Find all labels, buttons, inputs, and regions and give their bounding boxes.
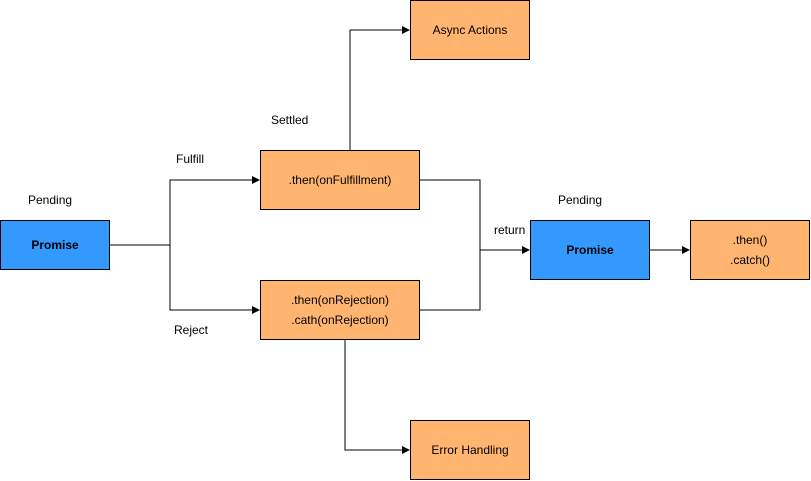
chain-label-line1: .then() — [732, 233, 768, 247]
chain-label-line2: .catch() — [729, 253, 770, 267]
rejection-label-line1: .then(onRejection) — [290, 293, 390, 307]
then-fulfillment-label: .then(onFulfillment) — [288, 173, 392, 187]
reject-label: Reject — [174, 323, 209, 337]
chain-methods-node: .then() .catch() — [690, 220, 810, 280]
fulfill-label: Fulfill — [176, 152, 205, 166]
edge-fulfill — [169, 176, 260, 245]
promise-node-left: Promise — [0, 220, 110, 270]
promise-node-right-label: Promise — [566, 243, 614, 257]
edge-error — [344, 340, 410, 454]
error-handling-node: Error Handling — [410, 420, 530, 480]
rejection-node: .then(onRejection) .cath(onRejection) — [260, 280, 420, 340]
return-label: return — [494, 223, 526, 237]
pending-label-right: Pending — [558, 193, 603, 207]
async-actions-node: Async Actions — [410, 0, 530, 60]
edge-return-from-reject — [420, 250, 481, 311]
promise-node-right: Promise — [530, 220, 650, 280]
edge-async — [349, 26, 410, 150]
settled-label: Settled — [271, 113, 309, 127]
error-handling-label: Error Handling — [431, 443, 509, 457]
then-fulfillment-node: .then(onFulfillment) — [260, 150, 420, 210]
edge-return-from-fulfill — [420, 179, 481, 250]
promise-node-left-label: Promise — [31, 238, 79, 252]
async-actions-label: Async Actions — [432, 23, 508, 37]
rejection-label-line2: .cath(onRejection) — [291, 313, 389, 327]
edge-reject — [169, 245, 260, 314]
pending-label-left: Pending — [28, 193, 73, 207]
